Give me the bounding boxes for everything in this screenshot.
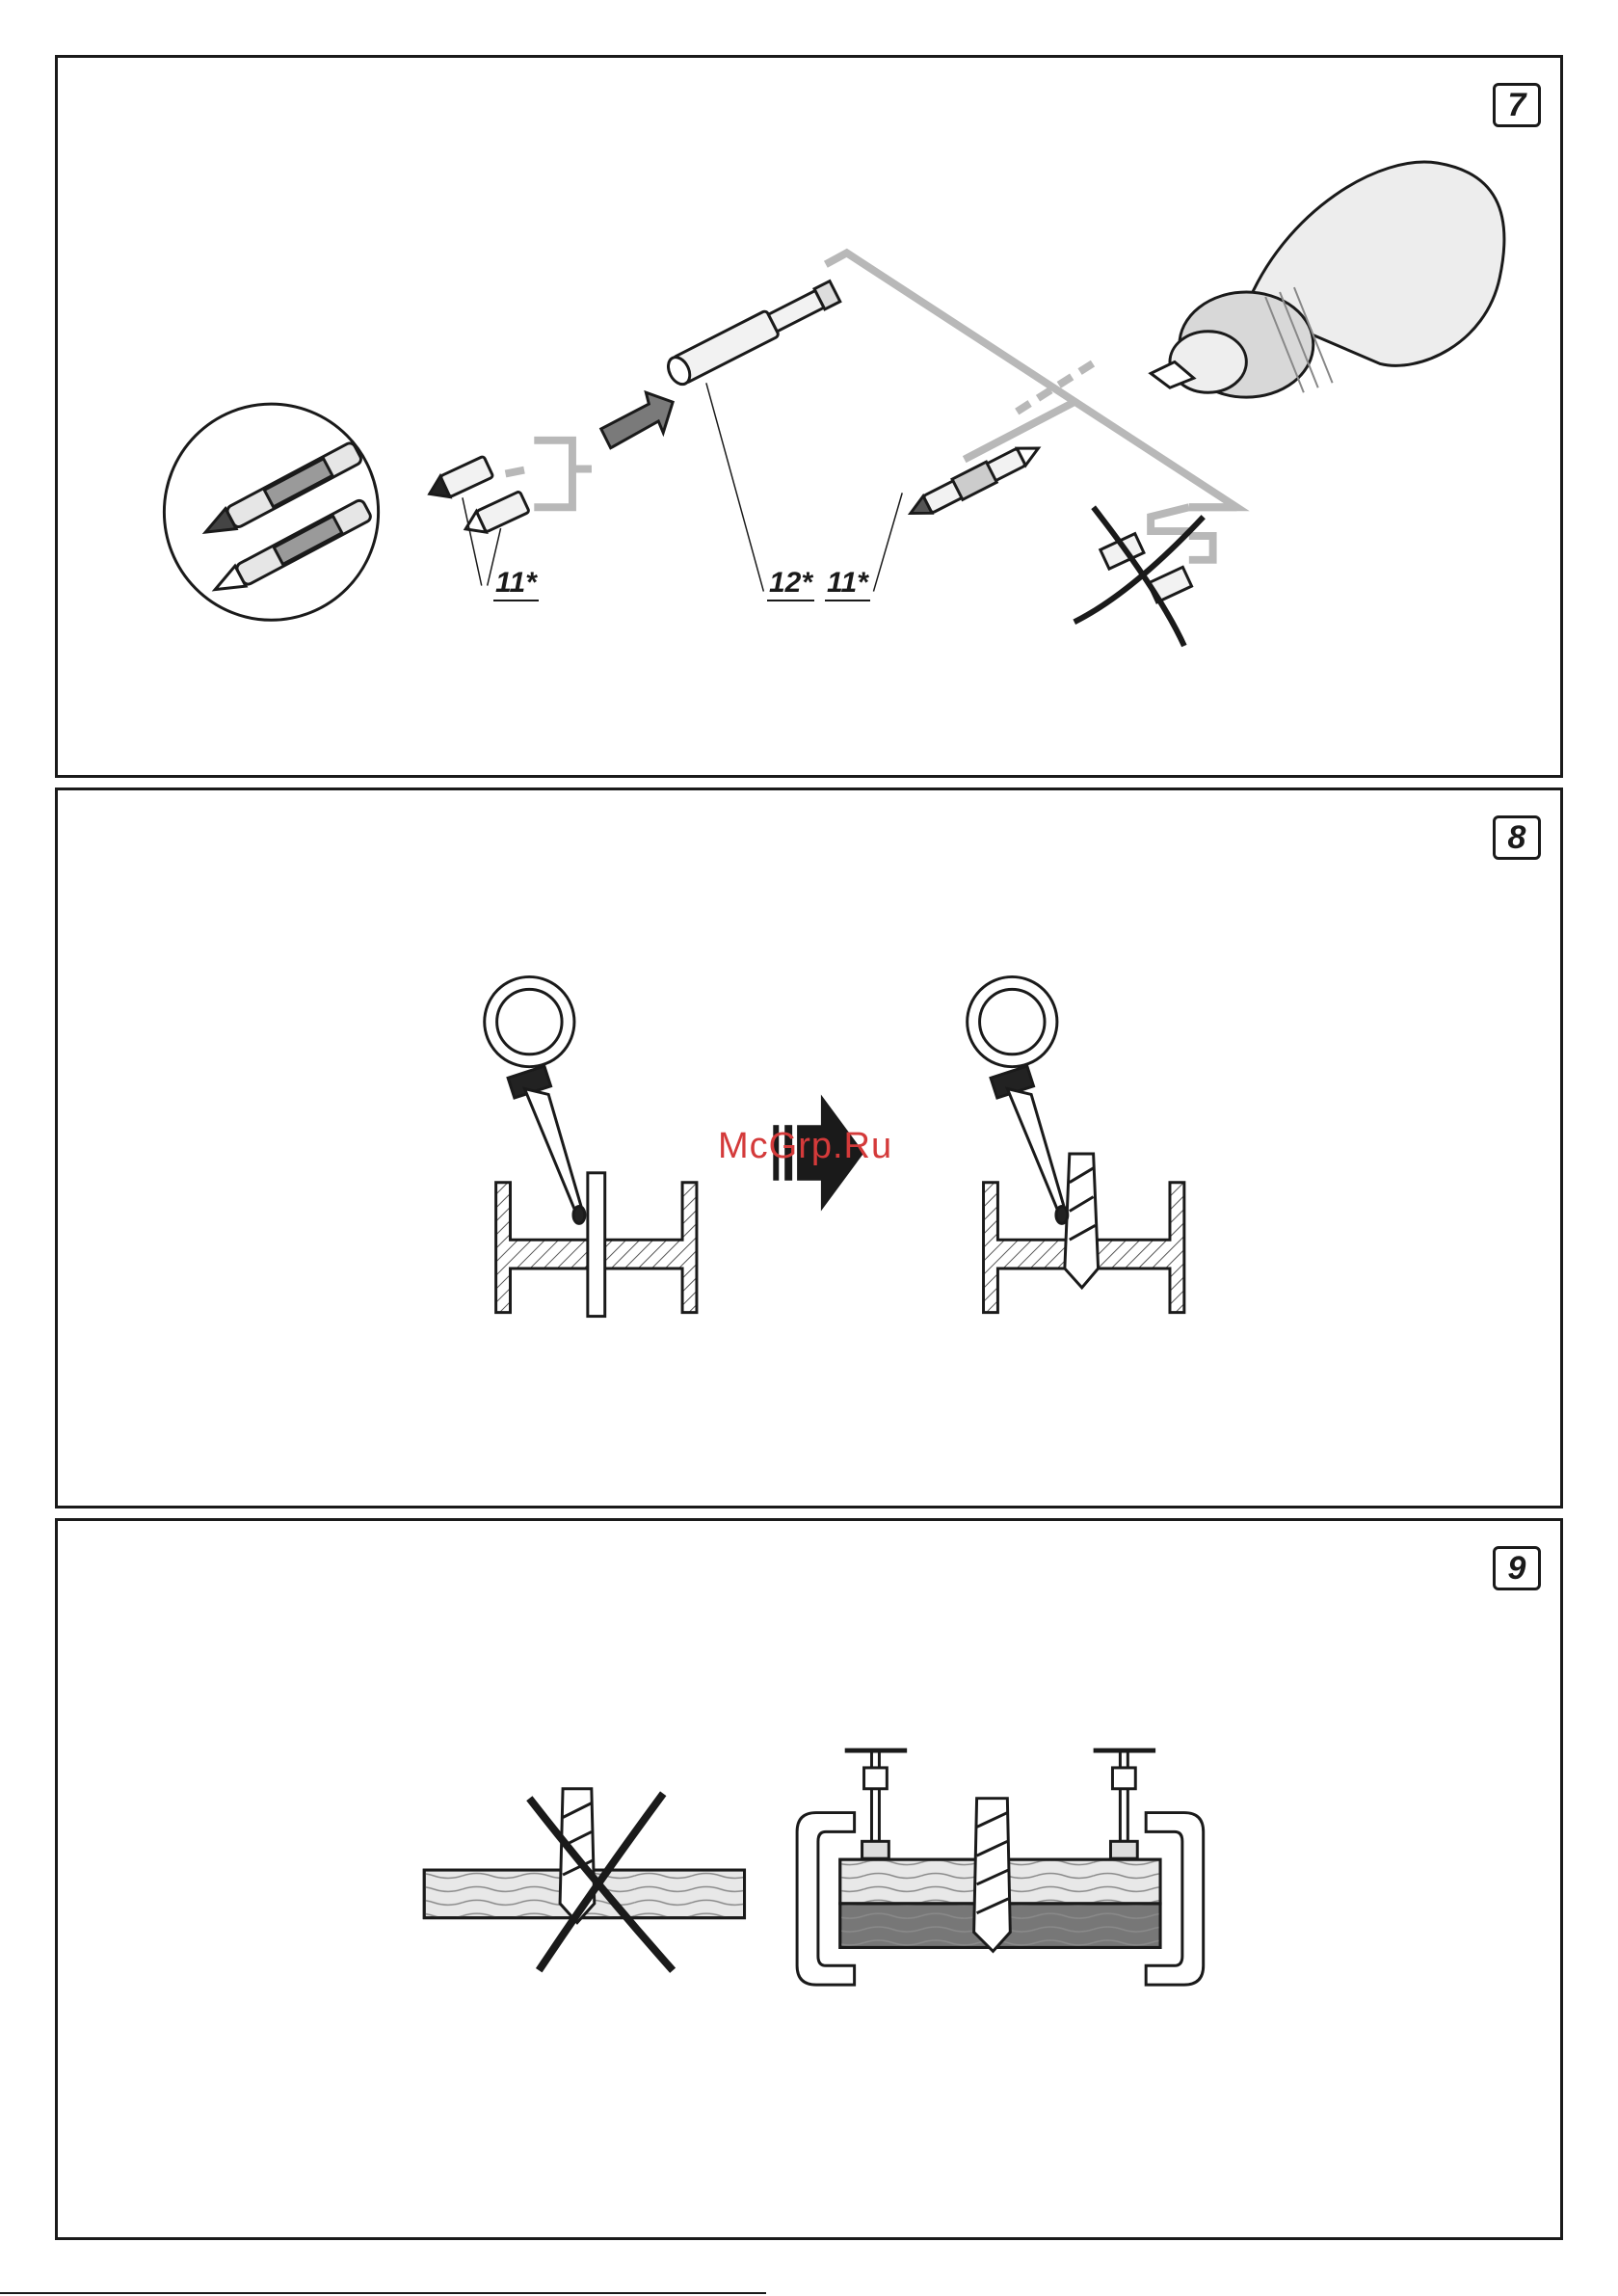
callout-bit-11: 11* [825, 567, 870, 601]
drill-chuck [1151, 162, 1504, 397]
magnified-bits-detail [164, 404, 378, 620]
beam-with-oiler-after [968, 976, 1184, 1312]
footer-rule [0, 2292, 766, 2294]
callout-leaders [463, 383, 902, 591]
beam-with-oiler-before [485, 976, 697, 1316]
callout-bits-11: 11* [493, 567, 539, 601]
figure-panel-9: 9 [55, 1518, 1563, 2240]
clamped-boards [840, 1799, 1160, 1952]
bit-installation-illustration [58, 58, 1560, 775]
bit-holder [664, 279, 841, 387]
watermark-text: McGrp.Ru [718, 1126, 892, 1167]
callout-holder-12: 12* [767, 567, 814, 601]
insert-arrow [601, 392, 673, 448]
guide-lines [506, 253, 1237, 559]
figure-panel-7: 7 [55, 55, 1563, 778]
clamping-illustration [58, 1521, 1560, 2237]
